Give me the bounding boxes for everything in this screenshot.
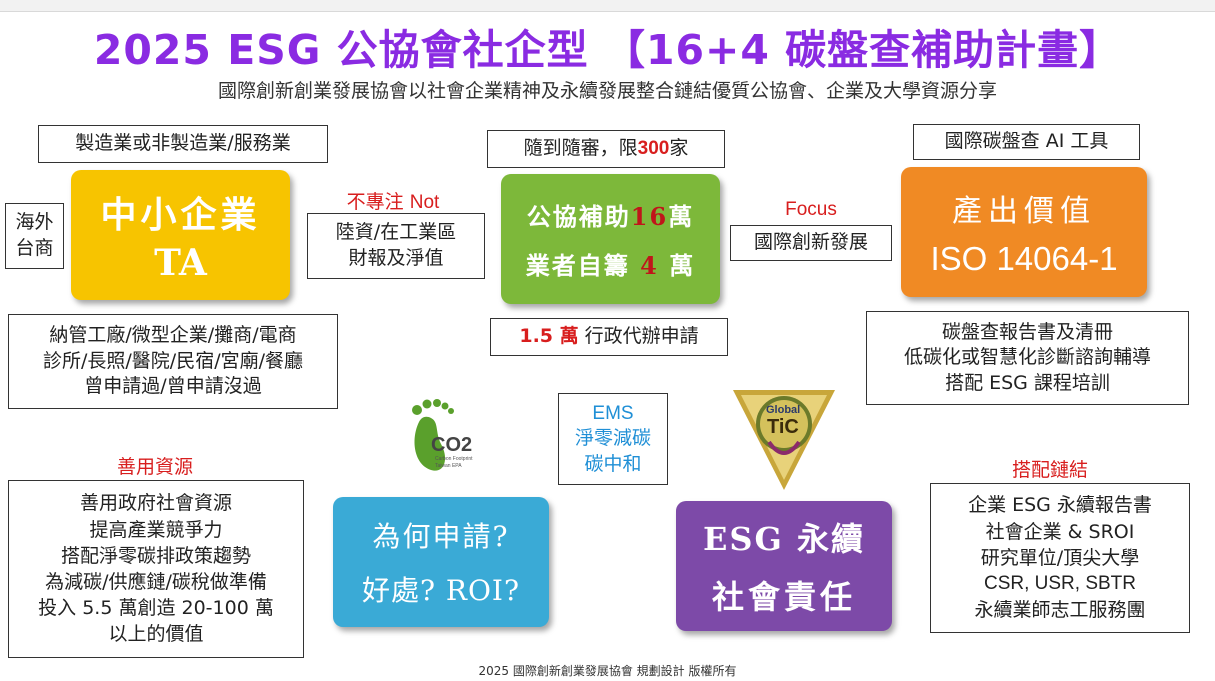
not-focus-box: 陸資/在工業區 財報及淨值	[307, 213, 485, 279]
why-apply-line-2: 好處? ROI?	[361, 574, 521, 607]
subsidy-box: 公協補助16萬 業者自籌 4 萬	[501, 174, 720, 304]
not-focus-line: 財報及淨值	[348, 247, 444, 269]
top-toolbar-strip	[0, 0, 1215, 12]
links-line: CSR, USR, SBTR	[983, 573, 1137, 595]
global-tic-logo: Global TiC	[729, 382, 839, 494]
focus-box: 國際創新發展	[730, 225, 892, 261]
links-line: 永續業師志工服務團	[974, 599, 1146, 622]
co2-logo-small-text: Taiwan EPA	[435, 463, 462, 469]
sme-title: 中小企業	[100, 194, 261, 236]
not-focus-line: 陸資/在工業區	[335, 221, 457, 244]
resources-line: 以上的價值	[108, 623, 204, 646]
esg-line-1: ESG 永續	[703, 520, 865, 558]
tic-logo-text-1: Global	[766, 404, 801, 416]
value-detail-line: 低碳化或智慧化診斷諮詢輔導	[903, 346, 1151, 369]
esg-line-2: 社會責任	[711, 578, 856, 616]
ems-line: 淨零減碳	[574, 427, 651, 450]
page-title: 2025 ESG 公協會社企型 【16+4 碳盤查補助計畫】	[93, 26, 1122, 74]
co2-logo-small-text: Carbon Footprint	[435, 456, 473, 462]
links-line: 企業 ESG 永續報告書	[968, 494, 1152, 517]
esg-responsibility-box: ESG 永續 社會責任	[676, 501, 892, 631]
page-subtitle: 國際創新創業發展協會以社會企業精神及永續發展整合鏈結優質公協會、企業及大學資源分…	[217, 80, 997, 102]
not-focus-label-cn: 不專注	[346, 191, 404, 213]
ems-line: EMS	[592, 402, 634, 424]
sme-ta-box: 中小企業 TA	[71, 170, 290, 300]
resources-label: 善用資源	[116, 456, 193, 478]
subsidy-line-1-suffix: 萬	[668, 202, 695, 231]
global-tic-badge-icon	[733, 390, 835, 490]
value-detail-line: 碳盤查報告書及清冊	[941, 320, 1113, 343]
sme-eligible-line: 納管工廠/微型企業/攤商/電商	[49, 324, 297, 347]
resources-line: 投入 5.5 萬創造 20-100 萬	[38, 597, 274, 620]
subsidy-line-2-suffix: 萬	[669, 251, 696, 280]
resources-line: 善用政府社會資源	[79, 492, 232, 515]
tic-logo-text-2: TiC	[767, 416, 799, 438]
links-label: 搭配鏈結	[1011, 459, 1088, 481]
ai-tool-label: 國際碳盤查 AI 工具	[944, 130, 1109, 153]
focus-label: Focus	[785, 199, 837, 220]
subsidy-quota-box: 隨到隨審，限 300 家	[487, 130, 725, 168]
links-line: 研究單位/頂尖大學	[980, 546, 1140, 569]
sme-category-box: 製造業或非製造業/服務業	[38, 125, 328, 163]
sme-category-label: 製造業或非製造業/服務業	[75, 132, 291, 155]
links-line: 社會企業 & SROI	[985, 520, 1135, 543]
subsidy-line-1: 公協補助16萬	[527, 197, 694, 232]
admin-fee-text: 行政代辦申請	[584, 325, 699, 348]
sme-subtitle: TA	[154, 242, 207, 284]
subsidy-line-1-number: 16	[630, 202, 669, 231]
resources-box: 善用政府社會資源 提高產業競爭力 搭配淨零碳排政策趨勢 為減碳/供應鏈/碳稅做準…	[8, 480, 304, 658]
sme-eligible-line: 診所/長照/醫院/民宿/宮廟/餐廳	[42, 349, 303, 372]
resources-line: 為減碳/供應鏈/碳稅做準備	[45, 571, 267, 593]
sme-eligible-line: 曾申請過/曾申請沒過	[84, 375, 262, 398]
value-detail-line: 搭配 ESG 課程培訓	[945, 371, 1110, 394]
value-title: 產出價值	[952, 194, 1096, 229]
footprint-icon	[412, 399, 454, 471]
ems-line: 碳中和	[584, 452, 642, 475]
resources-line: 搭配淨零碳排政策趨勢	[60, 544, 251, 567]
overseas-label-box: 海外 台商	[5, 203, 64, 269]
admin-fee-number: 1.5 萬	[519, 325, 579, 348]
why-apply-line-1: 為何申請?	[372, 520, 510, 553]
co2-logo-text: CO2	[431, 434, 473, 456]
focus-text: 國際創新發展	[753, 231, 868, 254]
subsidy-line-2-number: 4	[640, 251, 659, 280]
subsidy-line-1-prefix: 公協補助	[526, 202, 631, 231]
subsidy-line-2: 業者自籌 4 萬	[526, 246, 695, 281]
value-subtitle: ISO 14064-1	[930, 240, 1118, 277]
admin-fee-box: 1.5 萬 行政代辦申請	[490, 318, 728, 356]
subsidy-quota-prefix: 隨到隨審，限	[523, 137, 638, 160]
footer-copyright: 2025 國際創新創業發展協會 規劃設計 版權所有	[478, 664, 737, 678]
subsidy-quota-number: 300	[637, 138, 670, 160]
why-apply-box: 為何申請? 好處? ROI?	[333, 497, 549, 627]
ai-tool-box: 國際碳盤查 AI 工具	[913, 124, 1140, 160]
subsidy-line-2-prefix: 業者自籌	[525, 251, 630, 280]
carbon-footprint-logo: CO2 Carbon Footprint Taiwan EPA	[405, 392, 485, 478]
links-box: 企業 ESG 永續報告書 社會企業 & SROI 研究單位/頂尖大學 CSR, …	[930, 483, 1190, 633]
not-focus-label-en: Not	[409, 192, 440, 213]
sme-eligible-box: 納管工廠/微型企業/攤商/電商 診所/長照/醫院/民宿/宮廟/餐廳 曾申請過/曾…	[8, 314, 338, 409]
overseas-label-line: 海外	[15, 211, 54, 234]
resources-line: 提高產業競爭力	[89, 518, 223, 541]
value-box: 產出價值 ISO 14064-1	[901, 167, 1147, 297]
value-detail-box: 碳盤查報告書及清冊 低碳化或智慧化診斷諮詢輔導 搭配 ESG 課程培訓	[866, 311, 1189, 405]
subsidy-quota-suffix: 家	[669, 137, 689, 160]
not-focus-label: 不專注 Not	[308, 187, 478, 214]
ems-box: EMS 淨零減碳 碳中和	[558, 393, 668, 485]
overseas-label-line: 台商	[15, 237, 54, 259]
